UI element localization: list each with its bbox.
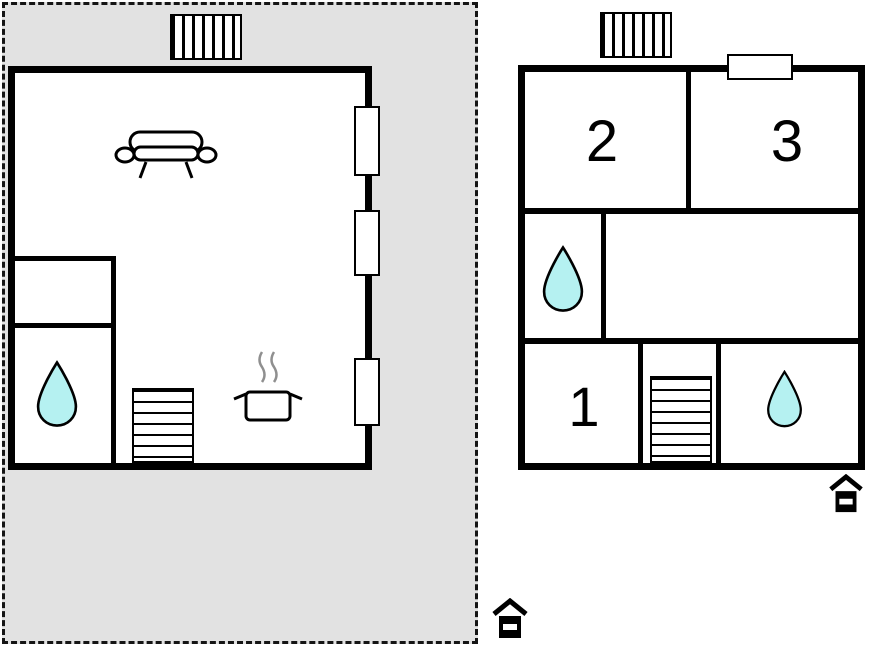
interior-wall xyxy=(8,323,116,328)
entrance-icon xyxy=(492,597,528,640)
roof-window-icon xyxy=(600,12,672,58)
water-drop-icon xyxy=(766,369,803,428)
entrance-icon xyxy=(828,473,864,514)
interior-wall xyxy=(8,256,116,261)
interior-wall xyxy=(716,338,721,463)
water-drop-icon xyxy=(542,245,584,313)
interior-wall xyxy=(525,208,858,214)
window-icon xyxy=(354,358,380,426)
window-icon xyxy=(354,106,380,176)
window-icon xyxy=(727,54,793,80)
interior-wall xyxy=(638,338,643,463)
interior-wall xyxy=(601,208,606,344)
stairs-icon xyxy=(132,388,194,463)
roof-window-icon xyxy=(170,14,242,60)
interior-wall xyxy=(111,256,116,466)
stairs-icon xyxy=(650,376,712,463)
interior-wall xyxy=(686,65,691,213)
room-label-1: 1 xyxy=(568,375,600,438)
room-label-2: 2 xyxy=(585,109,619,174)
stove-pot-icon xyxy=(232,348,304,428)
sofa-icon xyxy=(114,124,218,184)
interior-wall xyxy=(525,338,858,344)
room-label-3: 3 xyxy=(770,109,804,174)
window-icon xyxy=(354,210,380,276)
water-drop-icon xyxy=(36,360,78,428)
